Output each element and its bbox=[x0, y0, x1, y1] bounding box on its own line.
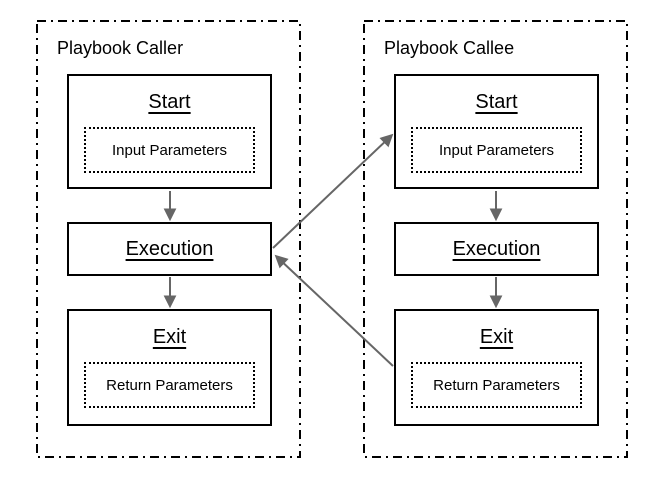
arrow-caller-execution-to-callee-start bbox=[272, 133, 394, 249]
caller-start-label: Start bbox=[148, 91, 191, 113]
callee-input-parameters-box: Input Parameters bbox=[411, 127, 582, 173]
caller-start-node: Start Input Parameters bbox=[67, 74, 272, 189]
caller-execution-node: Execution bbox=[67, 222, 272, 276]
callee-exit-label: Exit bbox=[479, 326, 514, 348]
callee-return-parameters-label: Return Parameters bbox=[433, 376, 560, 394]
caller-input-parameters-box: Input Parameters bbox=[84, 127, 255, 173]
caller-exit-node: Exit Return Parameters bbox=[67, 309, 272, 426]
caller-title: Playbook Caller bbox=[57, 38, 184, 58]
callee-return-parameters-box: Return Parameters bbox=[411, 362, 582, 408]
callee-input-parameters-label: Input Parameters bbox=[438, 141, 555, 159]
caller-return-parameters-label: Return Parameters bbox=[106, 376, 233, 394]
callee-exit-node: Exit Return Parameters bbox=[394, 309, 599, 426]
callee-container-border bbox=[363, 20, 628, 458]
caller-return-parameters-box: Return Parameters bbox=[84, 362, 255, 408]
caller-input-parameters-label: Input Parameters bbox=[111, 141, 228, 159]
callee-group: Playbook Callee Start Input Parameters E… bbox=[364, 21, 627, 457]
callee-execution-label: Execution bbox=[452, 237, 541, 260]
arrow-callee-exit-to-caller-execution bbox=[274, 254, 394, 367]
callee-start-node: Start Input Parameters bbox=[394, 74, 599, 189]
callee-start-label: Start bbox=[475, 91, 518, 113]
caller-exit-label: Exit bbox=[152, 326, 187, 348]
caller-group: Playbook Caller Start Input Parameters E… bbox=[37, 21, 300, 457]
caller-execution-label: Execution bbox=[125, 237, 214, 260]
caller-container-border bbox=[36, 20, 301, 458]
callee-title: Playbook Callee bbox=[384, 38, 515, 58]
callee-execution-node: Execution bbox=[394, 222, 599, 276]
